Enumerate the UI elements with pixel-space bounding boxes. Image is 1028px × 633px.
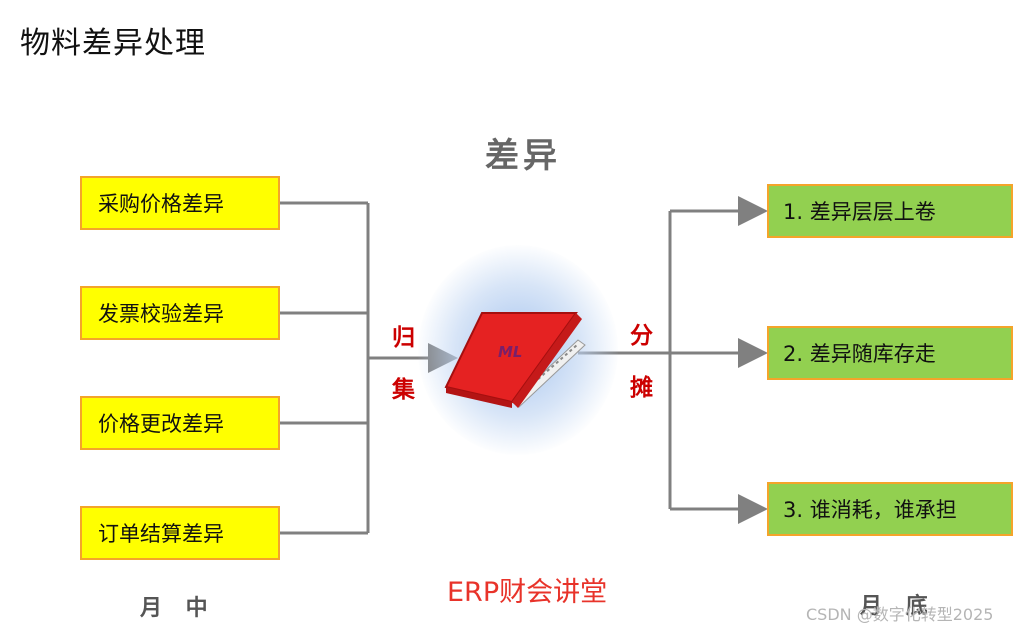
target-box-roll-up: 1. 差异层层上卷 bbox=[767, 184, 1013, 238]
source-box-order-settlement: 订单结算差异 bbox=[80, 506, 280, 560]
source-box-purchase-price: 采购价格差异 bbox=[80, 176, 280, 230]
allocate-char-2: 摊 bbox=[630, 368, 653, 402]
collect-char-2: 集 bbox=[392, 370, 415, 404]
allocate-char-1: 分 bbox=[630, 316, 653, 350]
collect-char-1: 归 bbox=[392, 318, 415, 352]
brand-label: ERP财会讲堂 bbox=[447, 570, 607, 609]
mid-month-label: 月 中 bbox=[140, 590, 216, 622]
target-box-follow-inventory: 2. 差异随库存走 bbox=[767, 326, 1013, 380]
source-box-invoice-verification: 发票校验差异 bbox=[80, 286, 280, 340]
ledger-book-icon: ML bbox=[440, 305, 590, 410]
book-label: ML bbox=[498, 343, 523, 361]
watermark: CSDN @数字化转型2025 bbox=[806, 601, 993, 625]
target-box-consumer-bears: 3. 谁消耗，谁承担 bbox=[767, 482, 1013, 536]
source-box-price-change: 价格更改差异 bbox=[80, 396, 280, 450]
